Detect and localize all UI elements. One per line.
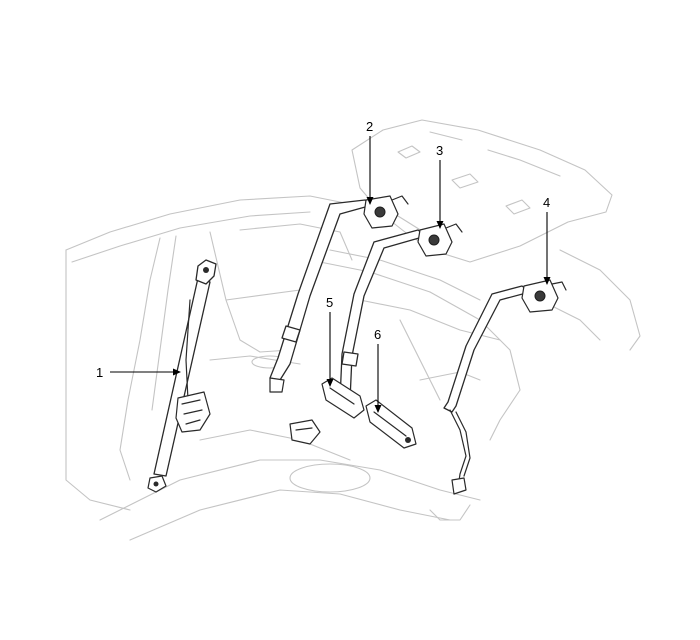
callout-6: 6 xyxy=(374,327,381,342)
belt-webbing-4 xyxy=(443,285,531,413)
seat-belt-assembly-3 xyxy=(339,223,463,401)
buckle-5 xyxy=(321,377,365,419)
callout-leaders xyxy=(110,136,551,413)
callout-5: 5 xyxy=(326,295,333,310)
callout-2: 2 xyxy=(366,119,373,134)
belt-webbing-3 xyxy=(339,229,427,401)
buckle-left-5 xyxy=(289,419,321,445)
callout-labels: 1 2 3 4 5 6 xyxy=(96,119,550,380)
callout-4: 4 xyxy=(543,195,550,210)
buckle-assembly-6 xyxy=(365,399,417,449)
tongue-3 xyxy=(341,351,359,367)
callout-1: 1 xyxy=(96,365,103,380)
lower-anchor-4 xyxy=(451,477,467,495)
seat-belt-assembly-1 xyxy=(147,259,217,493)
buckle-tongue-2 xyxy=(269,377,285,393)
belt-webbing-1 xyxy=(153,277,211,477)
tongue-2 xyxy=(281,325,301,343)
callout-3: 3 xyxy=(436,143,443,158)
buckle-assembly-5 xyxy=(289,377,365,445)
seat-belt-assembly-4 xyxy=(443,279,567,495)
